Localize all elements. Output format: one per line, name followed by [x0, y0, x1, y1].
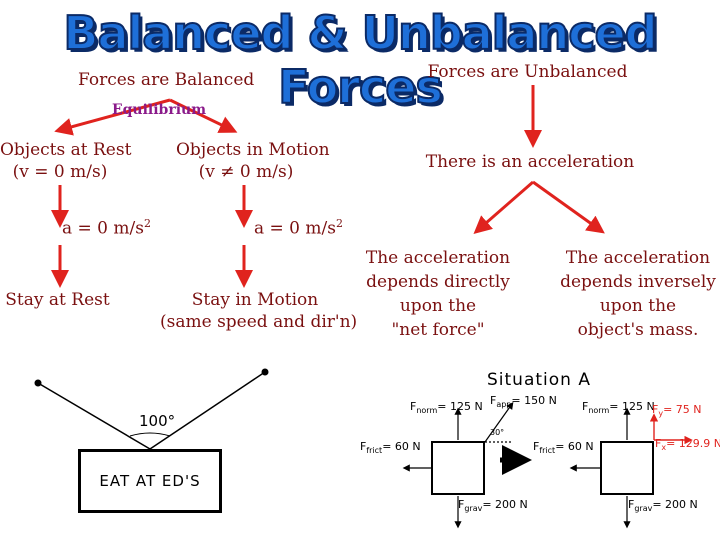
stay-motion-line2: (same speed and dir'n)	[160, 312, 358, 332]
inverse-line2: depends inversely	[560, 272, 716, 292]
right-fy-label: Fy= 75 N	[652, 403, 702, 419]
left-grav-label: Fgrav= 200 N	[458, 498, 528, 514]
page-title: Balanced & Unbalanced Forces	[62, 5, 658, 115]
inverse-line1: The acceleration	[565, 248, 711, 268]
sign-angle: 100°	[139, 412, 176, 430]
left-norm-value: = 125 N	[437, 400, 483, 413]
left-box	[431, 441, 485, 495]
right-grav-label: Fgrav= 200 N	[628, 498, 698, 514]
stay-rest: Stay at Rest	[5, 290, 110, 310]
left-norm-label: Fnorm= 125 N	[410, 400, 483, 416]
left-frict-value: = 60 N	[382, 440, 421, 453]
rest-label: Objects at Rest	[0, 140, 132, 160]
accel-motion: a = 0 m/s2	[254, 217, 343, 239]
acceleration-label: There is an acceleration	[425, 152, 635, 172]
accel-motion-text: a = 0 m/s	[254, 218, 336, 239]
left-anchor-dot	[34, 379, 42, 387]
left-grav-value: = 200 N	[482, 498, 528, 511]
left-app-arrow	[484, 402, 514, 443]
stay-motion-line1: Stay in Motion	[191, 290, 319, 310]
right-frict-value: = 60 N	[555, 440, 594, 453]
accel-rest: a = 0 m/s2	[62, 217, 151, 239]
right-fy-value: = 75 N	[663, 403, 702, 416]
inverse-line3: upon the	[599, 296, 677, 316]
motion-label: Objects in Motion	[176, 140, 330, 160]
arrow-to-rest	[54, 98, 171, 136]
direct-line3: upon the	[399, 296, 477, 316]
right-norm-value: = 125 N	[609, 400, 655, 413]
left-app-label: Fapp= 150 N	[490, 394, 557, 410]
arrow-to-direct	[473, 180, 534, 234]
left-app-value: = 150 N	[511, 394, 557, 407]
sign-cables	[34, 368, 269, 450]
angle-arc	[129, 432, 171, 437]
hanging-sign: EAT AT ED'S	[78, 449, 222, 513]
right-fx-value: = 129.9 N	[666, 437, 720, 450]
direct-line1: The acceleration	[365, 248, 511, 268]
left-angle: 30°	[490, 428, 505, 437]
situation-title: Situation A	[487, 370, 591, 390]
direct-line4: "net force"	[391, 320, 485, 340]
right-frict-label: Ffrict= 60 N	[533, 440, 594, 456]
unbalanced-heading: Forces are Unbalanced	[427, 62, 628, 82]
equilibrium-label: Equilibrium	[111, 102, 207, 118]
accel-motion-exp: 2	[335, 217, 343, 230]
right-anchor-dot	[261, 368, 269, 376]
accel-rest-exp: 2	[143, 217, 151, 230]
balanced-heading: Forces are Balanced	[78, 70, 255, 90]
accel-rest-text: a = 0 m/s	[62, 218, 144, 239]
right-grav-value: = 200 N	[652, 498, 698, 511]
direct-line2: depends directly	[366, 272, 510, 292]
motion-condition: (v ≠ 0 m/s)	[198, 162, 294, 182]
inverse-line4: object's mass.	[577, 320, 699, 340]
arrow-to-inverse	[532, 180, 605, 234]
left-frict-label: Ffrict= 60 N	[360, 440, 421, 456]
right-fx-label: Fx= 129.9 N	[655, 437, 720, 453]
right-norm-label: Fnorm= 125 N	[582, 400, 655, 416]
right-box	[600, 441, 654, 495]
rest-condition: (v = 0 m/s)	[12, 162, 108, 182]
arrow-to-motion	[169, 98, 238, 133]
